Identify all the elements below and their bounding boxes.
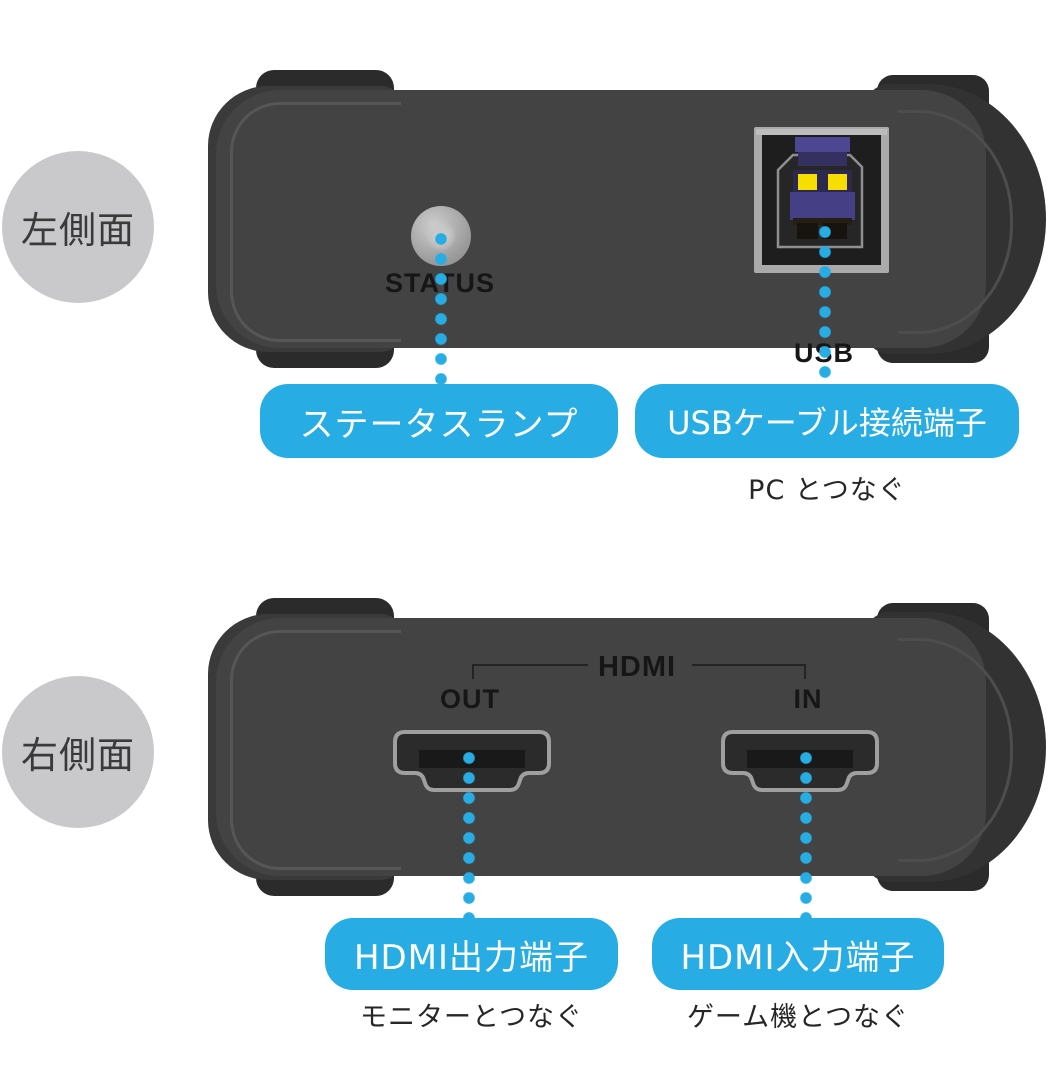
callout-hdmi-out-terminal: HDMI出力端子 — [325, 918, 618, 990]
callout-status-lamp-text: ステータスランプ — [299, 404, 579, 445]
hdmi-out-print-label: OUT — [440, 684, 500, 714]
dotted-connector-usb — [819, 226, 831, 386]
caption-connect-monitor: モニターとつなぐ — [360, 1002, 583, 1033]
device-left-side-view: STATUS USB — [208, 70, 1048, 368]
caption-connect-pc: PC とつなぐ — [748, 475, 906, 506]
dotted-connector-hdmi-out — [463, 752, 475, 918]
side-label-left: 左側面 — [2, 151, 154, 303]
callout-status-lamp: ステータスランプ — [260, 384, 618, 458]
callout-hdmi-in-text: HDMI入力端子 — [680, 937, 916, 978]
dotted-connector-hdmi-in — [800, 752, 812, 918]
side-label-right-text: 右側面 — [21, 734, 135, 777]
callout-hdmi-in-terminal: HDMI入力端子 — [652, 918, 944, 990]
hdmi-print-label: HDMI — [597, 651, 677, 683]
hdmi-in-print-label: IN — [793, 684, 823, 714]
caption-connect-game-console: ゲーム機とつなぐ — [686, 1002, 910, 1033]
callout-hdmi-out-text: HDMI出力端子 — [353, 937, 590, 978]
seam-line — [230, 630, 401, 870]
side-label-left-text: 左側面 — [21, 209, 135, 252]
callout-usb-terminal: USBケーブル接続端子 — [635, 384, 1019, 458]
device-right-side-view: HDMI OUT IN — [208, 598, 1048, 896]
callout-usb-terminal-text: USBケーブル接続端子 — [667, 404, 987, 442]
seam-line — [230, 102, 401, 342]
hdmi-bracket-left — [472, 664, 588, 679]
hdmi-bracket-right — [692, 664, 806, 679]
side-label-right: 右側面 — [2, 676, 154, 828]
dotted-connector-status — [435, 233, 447, 385]
